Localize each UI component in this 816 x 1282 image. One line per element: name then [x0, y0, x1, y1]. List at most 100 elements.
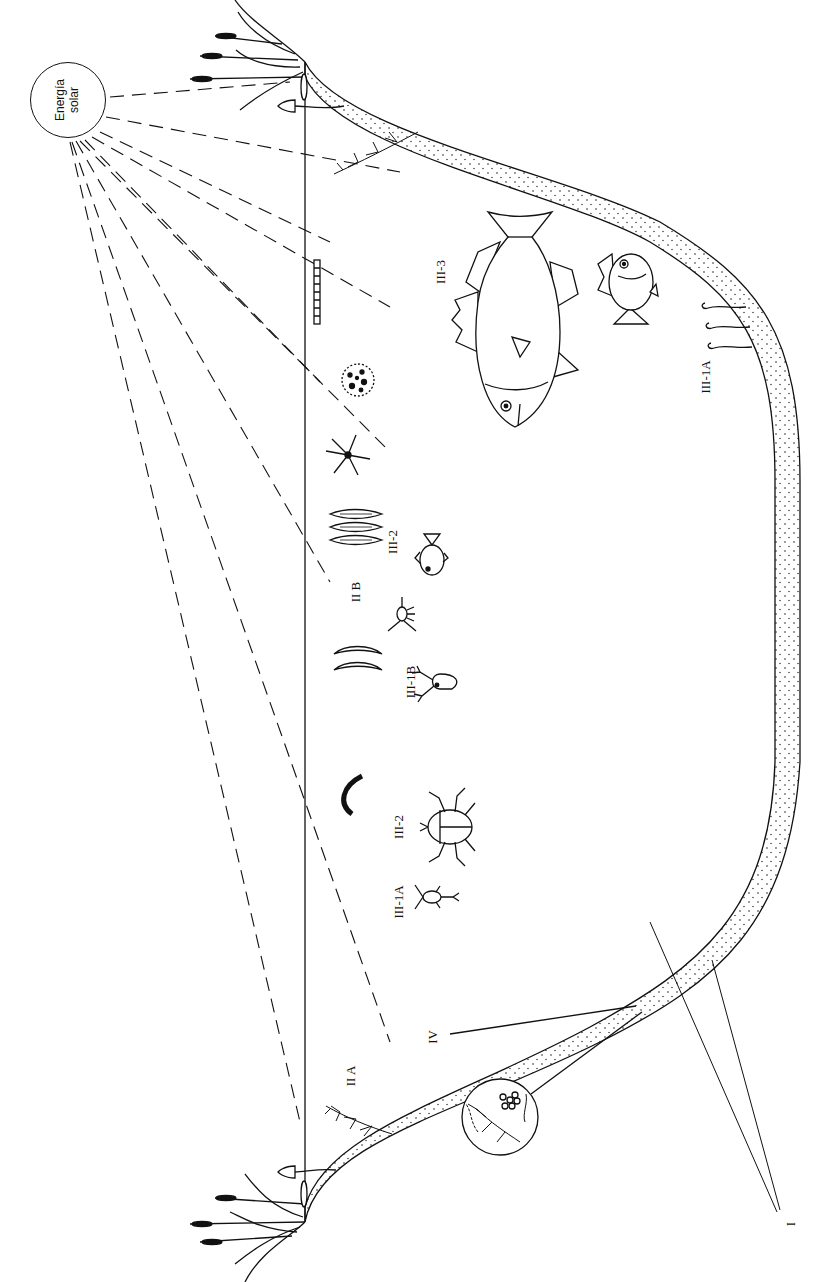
water-lily [278, 1166, 295, 1178]
large-fish [504, 404, 508, 408]
diatom-chain [340, 514, 372, 540]
sun-ray [70, 142, 300, 1122]
algal-filament [344, 776, 362, 814]
small-fish [424, 534, 440, 545]
decomposer-inset [507, 1097, 513, 1103]
colonial-alga [362, 380, 367, 385]
sunfish [609, 254, 653, 310]
cattail-plant [216, 1195, 236, 1200]
small-fish [426, 567, 430, 571]
water-beetle [440, 810, 472, 844]
decomposer-inset [514, 1098, 520, 1104]
sunfish [618, 274, 646, 279]
callout-number: I [784, 1222, 797, 1226]
callout-number: III-2 [386, 530, 399, 554]
sediment-layer [305, 62, 800, 1222]
cattail-plant [236, 50, 300, 67]
crescent-diatom [334, 647, 382, 671]
sun-ray [72, 142, 390, 1042]
large-fish [501, 401, 511, 411]
cattail-plant [230, 1212, 297, 1232]
bottom-worm [702, 303, 746, 308]
bottom-worm [702, 303, 752, 348]
leader-line [650, 922, 780, 1212]
filamentous-alga [314, 260, 320, 324]
sunfish [598, 254, 658, 324]
decomposer-inset [462, 1079, 538, 1155]
cattail-plant [192, 1221, 212, 1226]
water-lily [295, 1169, 336, 1172]
submerged-plant [337, 132, 397, 170]
cattail-plant [216, 33, 236, 38]
copepod [397, 607, 407, 621]
sunfish [650, 284, 658, 296]
colonial-alga [348, 373, 352, 377]
star-alga [326, 435, 370, 475]
cattail-plant [245, 1174, 303, 1217]
algal-filament [344, 776, 362, 814]
sun-ray [70, 82, 400, 1122]
decomposer-inset [512, 1092, 518, 1098]
callout-number: IV [426, 1030, 439, 1044]
copepod [415, 885, 459, 909]
large-fish [452, 212, 578, 427]
shore-line [235, 0, 305, 1282]
leader-line [650, 922, 777, 1212]
water-beetle [429, 788, 475, 866]
small-fish [415, 534, 448, 575]
star-alga [326, 435, 370, 475]
small-fish [420, 545, 444, 575]
pond-illustration [70, 0, 800, 1282]
large-fish [508, 236, 532, 237]
submerged-plant [334, 132, 418, 174]
callout-number: III-2 [392, 815, 405, 839]
decomposer-inset [466, 1104, 478, 1132]
water-lily [278, 100, 295, 112]
colonial-alga [356, 377, 359, 380]
decomposer-inset [531, 1012, 642, 1094]
colonial-alga [350, 384, 355, 389]
callout-number: III-1A [392, 885, 405, 918]
crescent-diatom [334, 647, 382, 655]
water-lily [301, 1181, 307, 1207]
large-fish [485, 382, 548, 390]
sun-ray [100, 132, 330, 242]
shore-line [245, 1222, 305, 1282]
colonial-alga [360, 370, 364, 374]
large-fish [452, 292, 478, 352]
copepod [415, 885, 459, 909]
cattail-plant [190, 12, 305, 1264]
sun-ray [110, 82, 290, 97]
sun-ray [92, 137, 390, 307]
decomposer-inset [468, 1104, 520, 1142]
decomposer-inset [509, 1103, 515, 1109]
water-beetle [420, 823, 428, 831]
water-lily [295, 106, 344, 108]
decomposer-inset [450, 1006, 636, 1034]
submerged-plant [325, 1106, 372, 1136]
colonial-alga [359, 388, 363, 392]
callout-number: II A [344, 1066, 357, 1087]
sun-ray [76, 141, 330, 582]
callout-number: III-1B [404, 666, 417, 699]
cladoceran [412, 666, 457, 702]
cladoceran [433, 674, 457, 689]
cattail-plant [235, 1227, 300, 1264]
large-fish [476, 212, 560, 427]
cattail-plant [192, 76, 212, 81]
bottom-worm [708, 343, 752, 348]
filamentous-alga [314, 260, 320, 324]
decomposer-inset [524, 1094, 526, 1122]
node-text: Energía solar [54, 71, 82, 129]
cattail-plant [202, 53, 222, 58]
filamentous-alga [314, 268, 320, 316]
sun-circle: Energía solar [30, 62, 106, 138]
decomposer-inset [502, 1103, 508, 1109]
shore-line [235, 0, 305, 62]
cattail-plant [238, 12, 295, 54]
bottom-worm [706, 323, 750, 328]
callout-number: III-1A [699, 360, 712, 393]
sunfish [620, 260, 628, 268]
